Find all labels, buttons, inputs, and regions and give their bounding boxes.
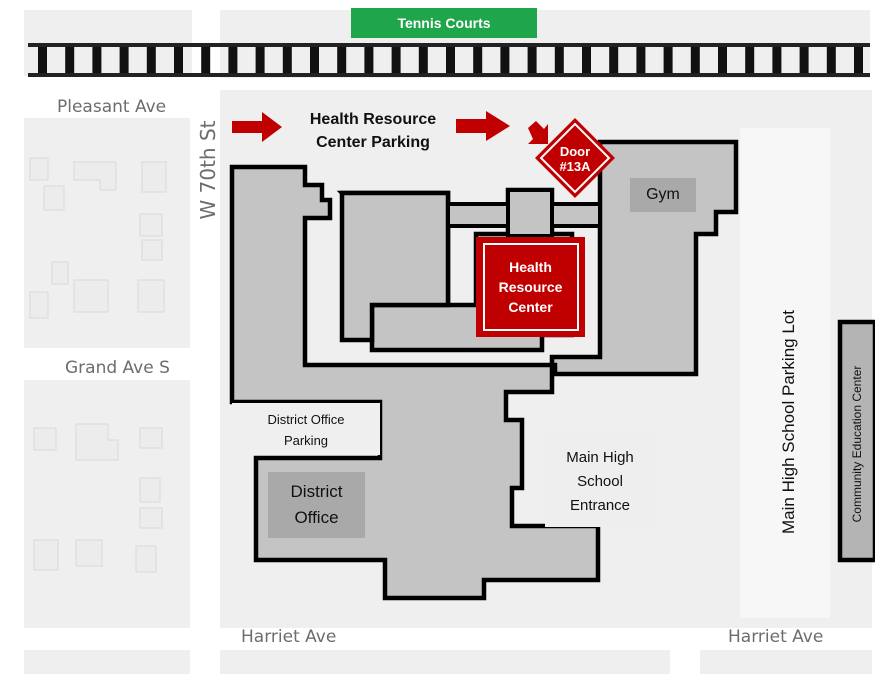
- street-label-harriet-ave-right: Harriet Ave: [728, 627, 824, 647]
- railroad-tie: [718, 47, 727, 73]
- tennis-courts-label: Tennis Courts: [351, 8, 537, 38]
- railroad-tie: [772, 47, 782, 73]
- parking-lot: [740, 128, 830, 618]
- railroad-tie: [92, 47, 102, 73]
- arrow-right-icon: [232, 112, 282, 142]
- street-label-w-70th-st: W 70th St: [196, 120, 220, 220]
- railroad-tie: [473, 47, 483, 73]
- railroad-tie: [609, 47, 619, 73]
- railroad-tie: [337, 47, 347, 73]
- gym-label: Gym: [630, 178, 696, 212]
- city-block: [24, 118, 190, 348]
- railroad-tie: [364, 47, 374, 73]
- door-13a-label: Door#13A: [559, 144, 591, 174]
- arrow-down-right-icon: [528, 121, 548, 144]
- railroad-tie: [663, 47, 673, 73]
- railroad-tie: [554, 47, 564, 73]
- city-block: [24, 650, 190, 674]
- railroad-tie: [174, 47, 183, 73]
- school-building-block: [339, 190, 451, 343]
- railroad-tie: [255, 47, 265, 73]
- railroad-tie: [228, 47, 238, 73]
- railroad-tie: [38, 47, 47, 73]
- railroad-track: [28, 43, 870, 77]
- railroad-tie: [745, 47, 755, 73]
- railroad-tie: [582, 47, 591, 73]
- railroad-tie: [146, 47, 156, 73]
- health-resource-center-parking-label: Health Resource Center Parking: [309, 111, 437, 151]
- main-high-school-parking-lot-label: Main High School Parking Lot: [779, 310, 798, 534]
- railroad-tie: [418, 47, 428, 73]
- railroad-tie: [201, 47, 211, 73]
- railroad-tie: [854, 47, 863, 73]
- city-block: [700, 650, 872, 674]
- railroad-tie: [690, 47, 700, 73]
- railroad-tie: [527, 47, 537, 73]
- railroad-tie: [446, 47, 455, 73]
- city-block: [220, 650, 670, 674]
- railroad-tie: [310, 47, 319, 73]
- railroad-tie: [65, 47, 75, 73]
- railroad-tie: [391, 47, 401, 73]
- railroad-tie: [500, 47, 510, 73]
- street-label-harriet-ave-left: Harriet Ave: [241, 627, 337, 647]
- city-block: [24, 380, 190, 628]
- door-13a-marker: [535, 118, 615, 198]
- railroad-tie: [282, 47, 292, 73]
- railroad-tie: [826, 47, 836, 73]
- street-label-pleasant-ave: Pleasant Ave: [57, 97, 167, 117]
- community-education-center-label: Community Education Center: [850, 365, 864, 523]
- railroad-tie: [119, 47, 129, 73]
- house-footprints: [29, 157, 167, 573]
- railroad-tie: [636, 47, 646, 73]
- district-office-parking-label: District Office Parking: [232, 403, 380, 455]
- community-education-building: [837, 319, 875, 563]
- skyway-center: [506, 188, 554, 238]
- railroad-tie: [799, 47, 809, 73]
- arrow-right-icon: [456, 111, 510, 141]
- street-label-grand-ave: Grand Ave S: [65, 358, 170, 378]
